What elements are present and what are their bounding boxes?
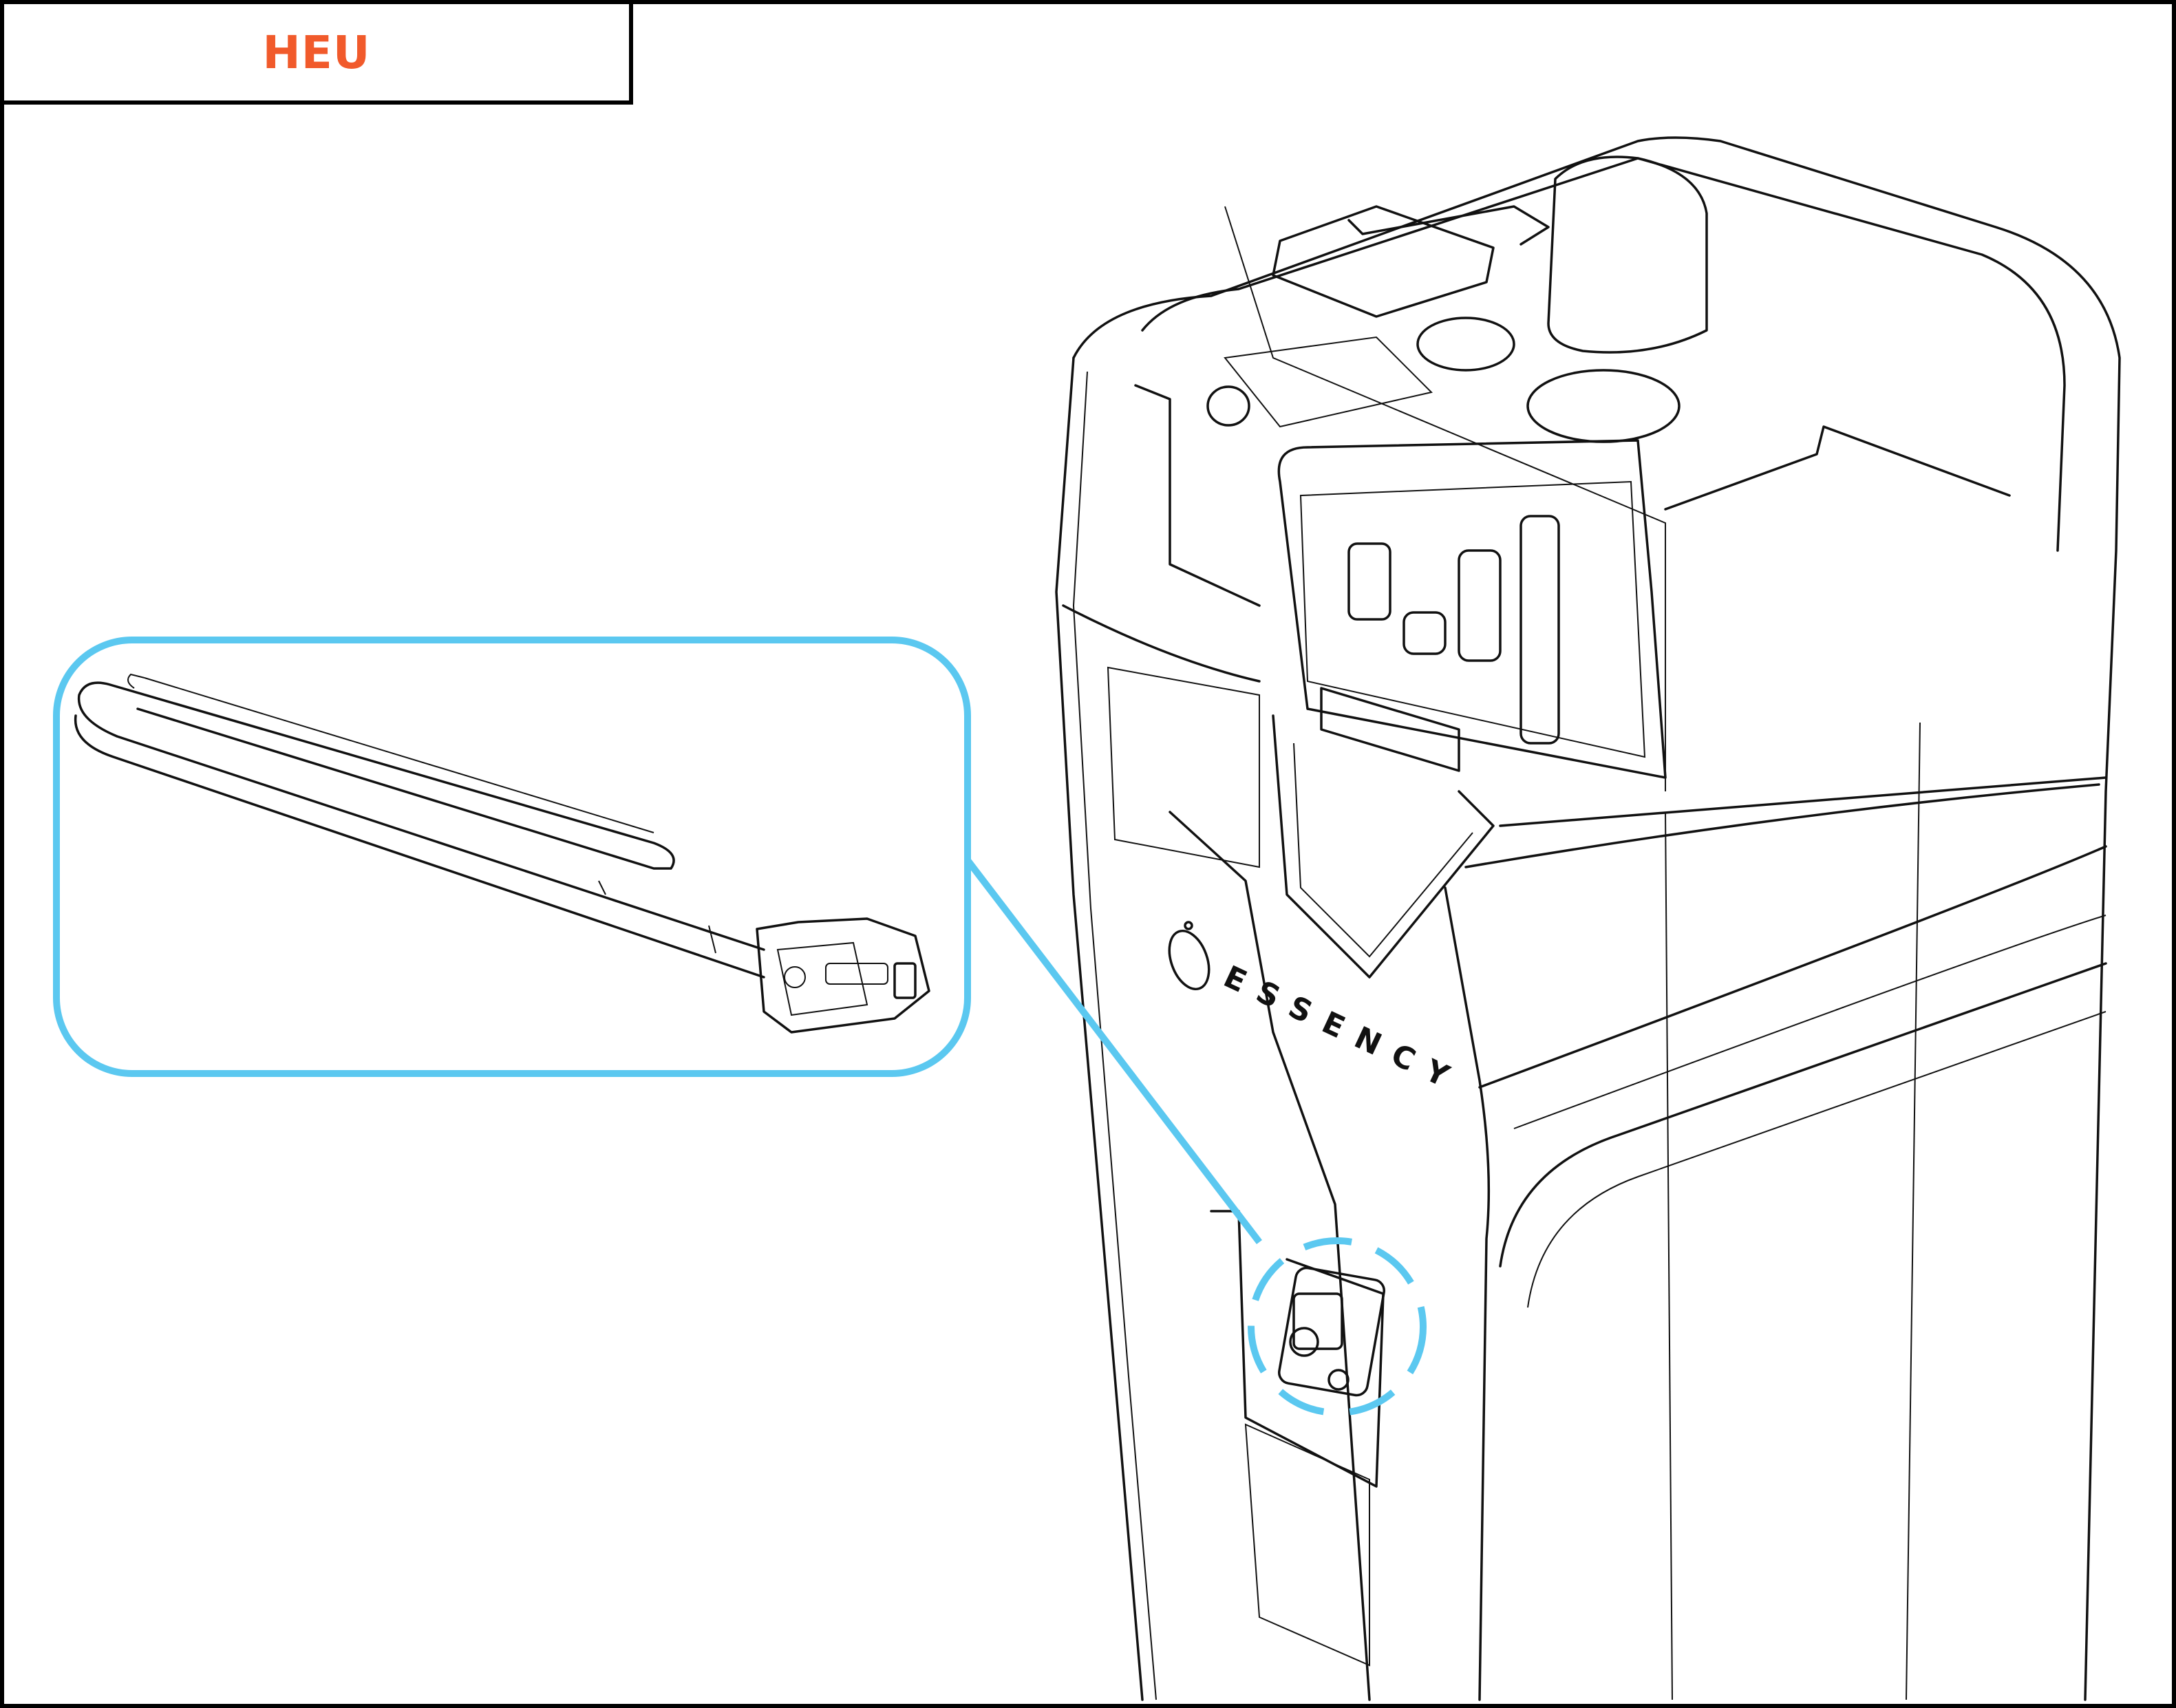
heating-element-port [1278, 1266, 1385, 1397]
model-label: HEU [262, 25, 371, 79]
model-label-box: HEU [0, 0, 633, 105]
valve-assembly [1347, 515, 1560, 745]
heating-element-illustration [74, 673, 930, 1034]
callout [53, 637, 1427, 1416]
callout-leader-line [965, 857, 1262, 1245]
callout-detail-box [53, 637, 971, 1077]
essency-logo: ESSENCY [1168, 921, 1468, 1100]
callout-highlight-circle [1248, 1237, 1427, 1416]
top-cover [1134, 156, 2066, 979]
brand-name: ESSENCY [1218, 959, 1468, 1100]
